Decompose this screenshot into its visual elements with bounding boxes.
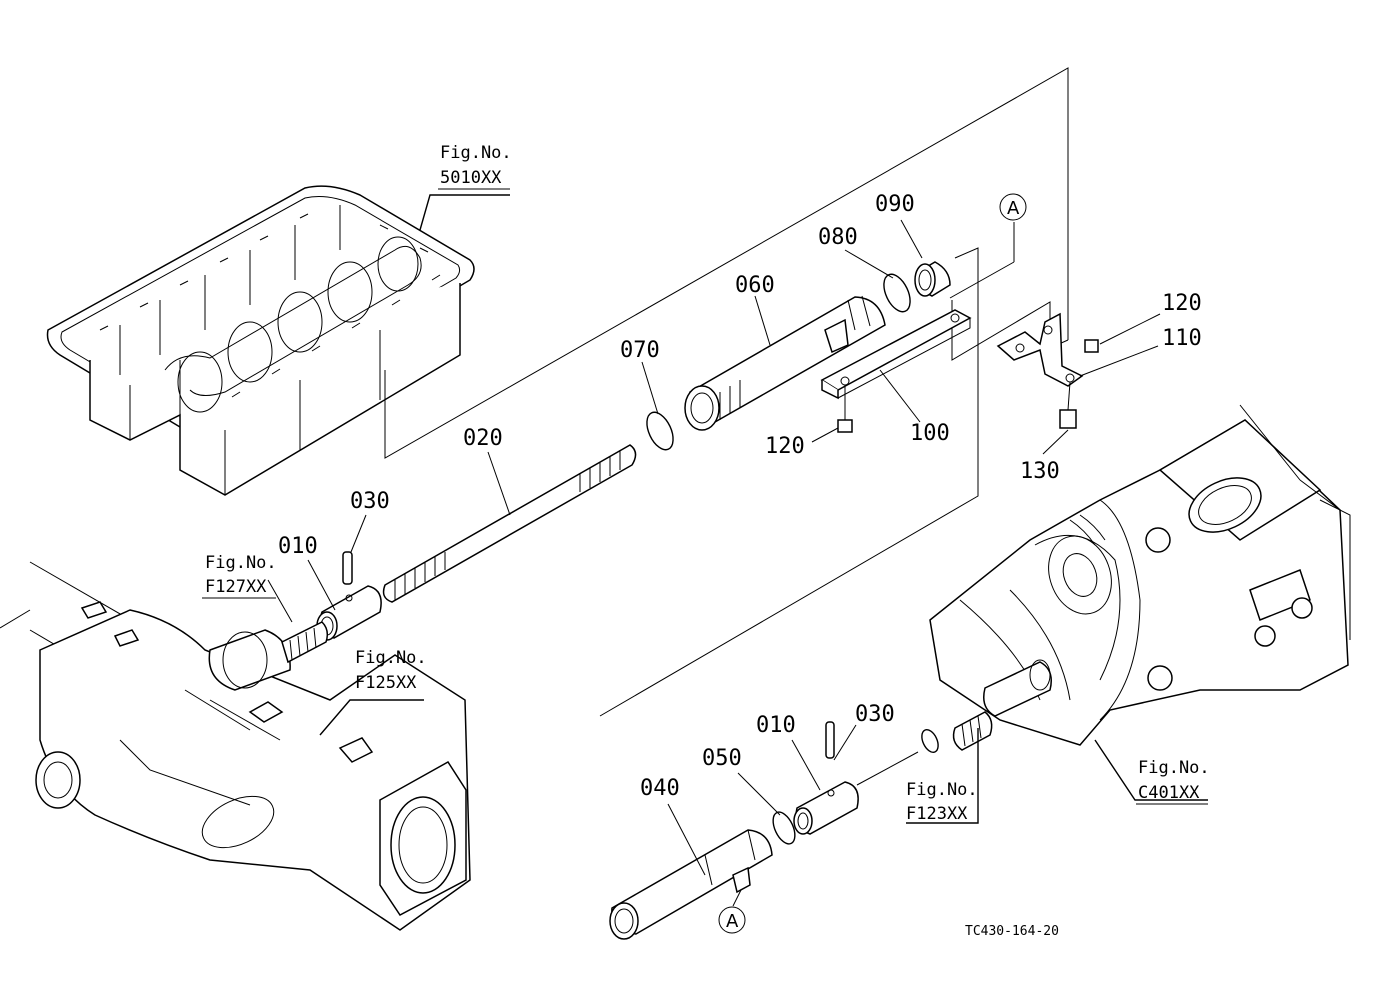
oil-pan-assembly: Fig.No. 5010XX [46,143,512,496]
callout-070: 070 [620,338,660,363]
figref-transmission-number: C401XX [1138,783,1200,803]
marker-a-top: A [999,193,1027,221]
figref-front-axle-number: F127XX [205,577,267,597]
callout-120-right: 120 [1162,291,1202,316]
bracket-110 [996,312,1099,429]
figref-oil-pan-prefix: Fig.No. [440,143,512,163]
figref-shaft-case-number: F123XX [906,804,968,824]
collar-010-top [316,551,382,641]
callout-leaders [307,219,1161,907]
callout-100: 100 [910,421,950,446]
collar-010-bottom [793,721,939,835]
figref-front-housing-number: F125XX [355,673,417,693]
figref-front-axle-prefix: Fig.No. [205,553,277,573]
svg-text:A: A [726,911,739,932]
drawing-code: TC430-164-20 [965,924,1059,939]
figref-transmission-prefix: Fig.No. [1138,758,1210,778]
bushing-090 [914,261,951,297]
callout-060: 060 [735,273,775,298]
callout-110: 110 [1162,326,1202,351]
callout-010-bottom: 010 [756,713,796,738]
callout-020: 020 [463,426,503,451]
shaft-020 [382,444,637,603]
callout-030-top: 030 [350,489,390,514]
figref-front-housing-prefix: Fig.No. [355,648,427,668]
transmission-housing: Fig.No. C401XX [929,404,1351,803]
callout-030-bottom: 030 [855,702,895,727]
callout-080: 080 [818,225,858,250]
marker-a-bottom: A [718,906,746,934]
front-axle-housing: Fig.No. F127XX Fig.No. F125XX [0,553,471,931]
callout-090: 090 [875,192,915,217]
callout-040: 040 [640,776,680,801]
callout-130: 130 [1020,459,1060,484]
callout-050: 050 [702,746,742,771]
tube-060 [646,273,911,451]
bracket-100 [820,309,972,433]
callout-010-top: 010 [278,534,318,559]
shaft-case-040 [609,811,796,940]
callout-labels: 010 030 020 070 060 080 090 120 110 120 … [278,192,1202,801]
callout-120-left: 120 [765,434,805,459]
figref-shaft-case-prefix: Fig.No. [906,780,978,800]
svg-text:A: A [1007,198,1020,219]
figref-oil-pan-number: 5010XX [440,168,502,188]
